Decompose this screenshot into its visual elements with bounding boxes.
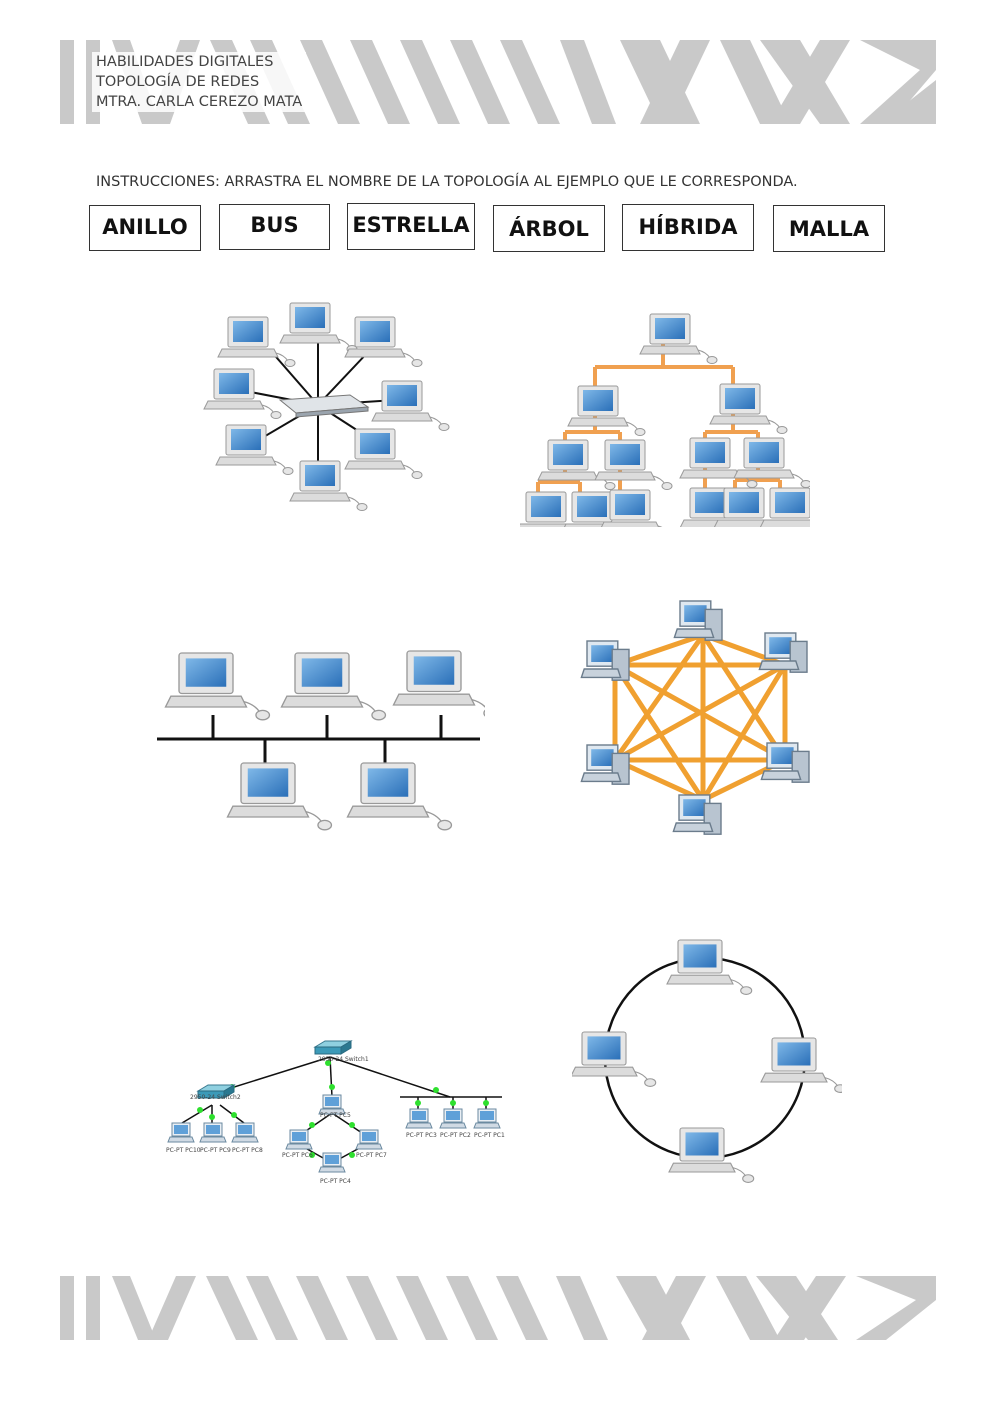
pc-label: PC-PT PC6 (282, 1152, 313, 1159)
instructions-text: INSTRUCCIONES: ARRASTRA EL NOMBRE DE LA … (96, 174, 798, 190)
hub-icon (278, 394, 370, 418)
star-topology-diagram (200, 295, 450, 525)
pc-label: PC-PT PC1 (474, 1132, 505, 1139)
pc-label: PC-PT PC5 (320, 1112, 351, 1119)
switch-label-2: 2950-24 Switch2 (190, 1094, 241, 1101)
ring-topology-diagram (572, 938, 842, 1188)
subject-title: HABILIDADES DIGITALES (96, 54, 274, 70)
word-estrella[interactable]: ESTRELLA (347, 203, 475, 250)
word-arbol[interactable]: ÁRBOL (493, 205, 605, 252)
pc-label: PC-PT PC2 (440, 1132, 471, 1139)
pc-label: PC-PT PC9 (200, 1147, 231, 1154)
worksheet-header: HABILIDADES DIGITALES TOPOLOGÍA DE REDES… (92, 52, 307, 112)
pc-label: PC-PT PC3 (406, 1132, 437, 1139)
pc-label: PC-PT PC7 (356, 1152, 387, 1159)
mesh-topology-diagram (575, 595, 825, 845)
pc-label: PC-PT PC10 (166, 1147, 201, 1154)
hybrid-topology-diagram: 2950-24 Switch1 2950-24 Switch2 PC-PT PC… (160, 1035, 510, 1205)
pc-label: PC-PT PC4 (320, 1178, 351, 1185)
word-malla[interactable]: MALLA (773, 205, 885, 252)
tree-topology-diagram (520, 312, 810, 527)
switch-label-1: 2950-24 Switch1 (318, 1056, 369, 1063)
pc-label: PC-PT PC8 (232, 1147, 263, 1154)
topic-title: TOPOLOGÍA DE REDES (96, 74, 260, 90)
word-hibrida[interactable]: HÍBRIDA (622, 204, 754, 251)
bus-topology-diagram (155, 645, 485, 840)
bottom-decorative-banner (60, 1276, 936, 1360)
word-anillo[interactable]: ANILLO (89, 205, 201, 251)
word-bus[interactable]: BUS (219, 204, 330, 250)
teacher-name: MTRA. CARLA CEREZO MATA (96, 94, 303, 110)
